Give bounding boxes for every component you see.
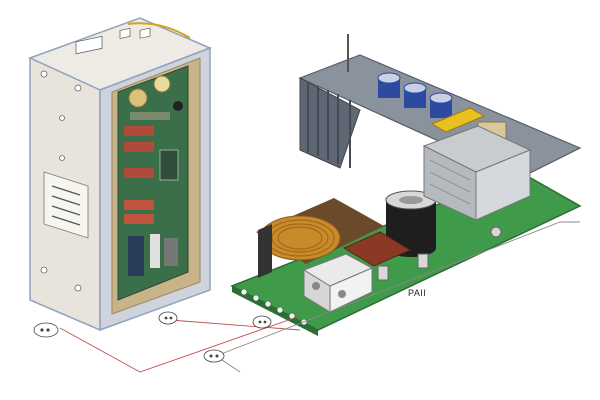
enclosure-screws — [40, 70, 82, 292]
top-wire — [127, 22, 191, 39]
front-label-plate — [43, 171, 89, 239]
relay-blocks — [422, 125, 532, 221]
callout-bubble-4 — [203, 349, 225, 363]
callout-bubble-2 — [158, 311, 178, 325]
heatsink-body — [299, 77, 361, 169]
small-capacitors — [377, 226, 502, 281]
blue-capacitors — [377, 72, 453, 118]
pcb-assembly — [230, 34, 582, 336]
top-face-markings — [75, 27, 151, 55]
callout-glyphs — [40, 316, 267, 358]
transformer — [256, 198, 384, 278]
front-label-text-lines — [51, 185, 81, 226]
heatsink-fins — [307, 82, 351, 168]
callout-bubble-3 — [252, 315, 272, 329]
brown-component — [342, 231, 412, 267]
leader-lines — [59, 221, 580, 373]
callout-bubbles — [33, 311, 272, 363]
internal-components — [124, 75, 183, 276]
enclosure-unit — [28, 17, 212, 332]
terminal-block — [302, 253, 374, 313]
yellow-module — [430, 107, 486, 133]
callout-bubble-1 — [33, 322, 59, 338]
callout-label: PAII — [408, 288, 427, 298]
